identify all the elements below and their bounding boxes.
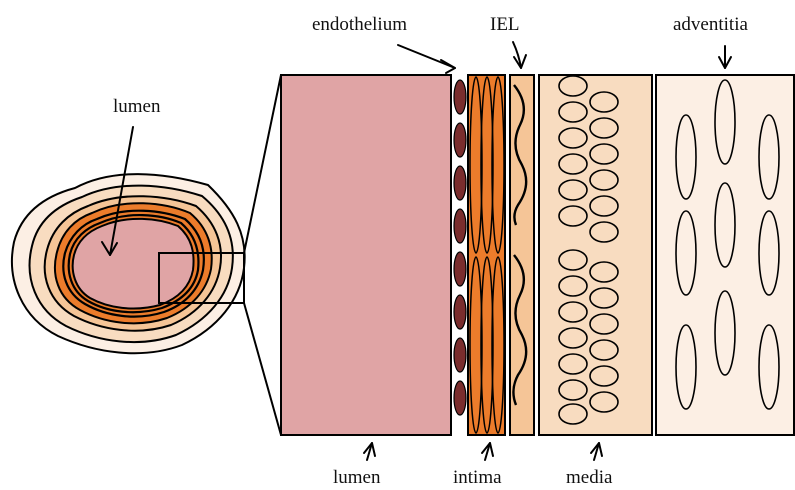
label-endothelium: endothelium bbox=[312, 14, 407, 35]
media-block bbox=[539, 75, 652, 435]
endothelial-cell bbox=[454, 166, 466, 200]
adventitia-layer bbox=[656, 75, 794, 435]
endothelial-cell bbox=[454, 338, 466, 372]
endothelial-cell bbox=[454, 123, 466, 157]
endothelial-cell bbox=[454, 295, 466, 329]
label-media: media bbox=[566, 467, 613, 488]
iel-layer bbox=[510, 75, 534, 435]
endothelial-cell bbox=[454, 252, 466, 286]
zoom-line-bottom bbox=[244, 303, 281, 435]
lumen-layer bbox=[281, 75, 451, 435]
artery-cross-section bbox=[12, 174, 245, 353]
arrow-media bbox=[591, 443, 602, 460]
label-intima: intima bbox=[453, 467, 502, 488]
label-lumen-bottom: lumen bbox=[333, 467, 381, 488]
endothelium-layer bbox=[454, 80, 466, 415]
endothelial-cell bbox=[454, 209, 466, 243]
arrow-iel bbox=[513, 42, 526, 68]
label-adventitia: adventitia bbox=[673, 14, 748, 35]
arrow-endothelium bbox=[398, 45, 455, 73]
label-iel: IEL bbox=[490, 14, 520, 35]
intima-layer bbox=[468, 75, 505, 435]
wall-layers bbox=[281, 75, 794, 435]
media-layer bbox=[539, 75, 652, 435]
intima-block bbox=[468, 75, 505, 435]
endothelial-cell bbox=[454, 80, 466, 114]
arrow-adventitia bbox=[719, 46, 731, 68]
endothelial-cell bbox=[454, 381, 466, 415]
zoom-line-top bbox=[244, 75, 281, 253]
lumen-area bbox=[73, 219, 194, 309]
arrow-lumen-bottom bbox=[364, 443, 375, 460]
arrow-intima bbox=[482, 443, 493, 460]
iel-block bbox=[510, 75, 534, 435]
label-lumen-top: lumen bbox=[113, 96, 161, 117]
